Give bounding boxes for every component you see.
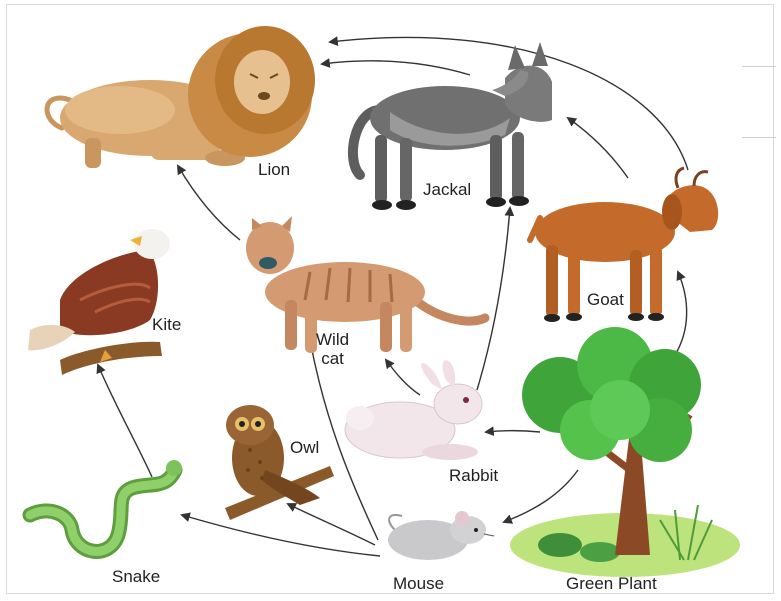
label-lion: Lion [258, 160, 290, 179]
label-wildcat-line1: Wild [316, 330, 349, 349]
arrow-rabbit-to-wildcat [386, 360, 420, 395]
wildcat-icon [246, 216, 485, 353]
arrow-mouse-to-snake [182, 515, 380, 556]
arrow-goat-to-jackal [568, 118, 628, 178]
label-jackal: Jackal [423, 180, 471, 199]
label-mouse: Mouse [393, 574, 444, 593]
mouse-icon [388, 511, 494, 560]
label-wildcat: Wild cat [316, 330, 349, 368]
arrow-wildcat-to-lion [178, 166, 240, 240]
goat-icon [530, 168, 718, 322]
arrow-plant-to-rabbit [486, 431, 540, 433]
arrow-mouse-to-owl [288, 504, 375, 545]
label-owl: Owl [290, 438, 319, 457]
tree-icon [510, 327, 740, 577]
owl-icon [225, 405, 334, 520]
label-wildcat-line2: cat [316, 349, 349, 368]
label-goat: Goat [587, 290, 624, 309]
label-green-plant: Green Plant [566, 574, 657, 593]
label-snake: Snake [112, 567, 160, 586]
snake-icon [30, 460, 182, 551]
lion-icon [47, 26, 315, 168]
label-kite: Kite [152, 315, 181, 334]
arrow-snake-to-kite [98, 365, 152, 477]
arrow-plant-to-mouse [504, 470, 578, 522]
label-rabbit: Rabbit [449, 466, 498, 485]
kite-icon [28, 229, 170, 375]
arrow-jackal-to-lion [322, 61, 470, 75]
arrow-rabbit-to-jackal [477, 208, 510, 390]
rabbit-icon [345, 360, 482, 460]
arrow-plant-to-goat [675, 272, 687, 355]
